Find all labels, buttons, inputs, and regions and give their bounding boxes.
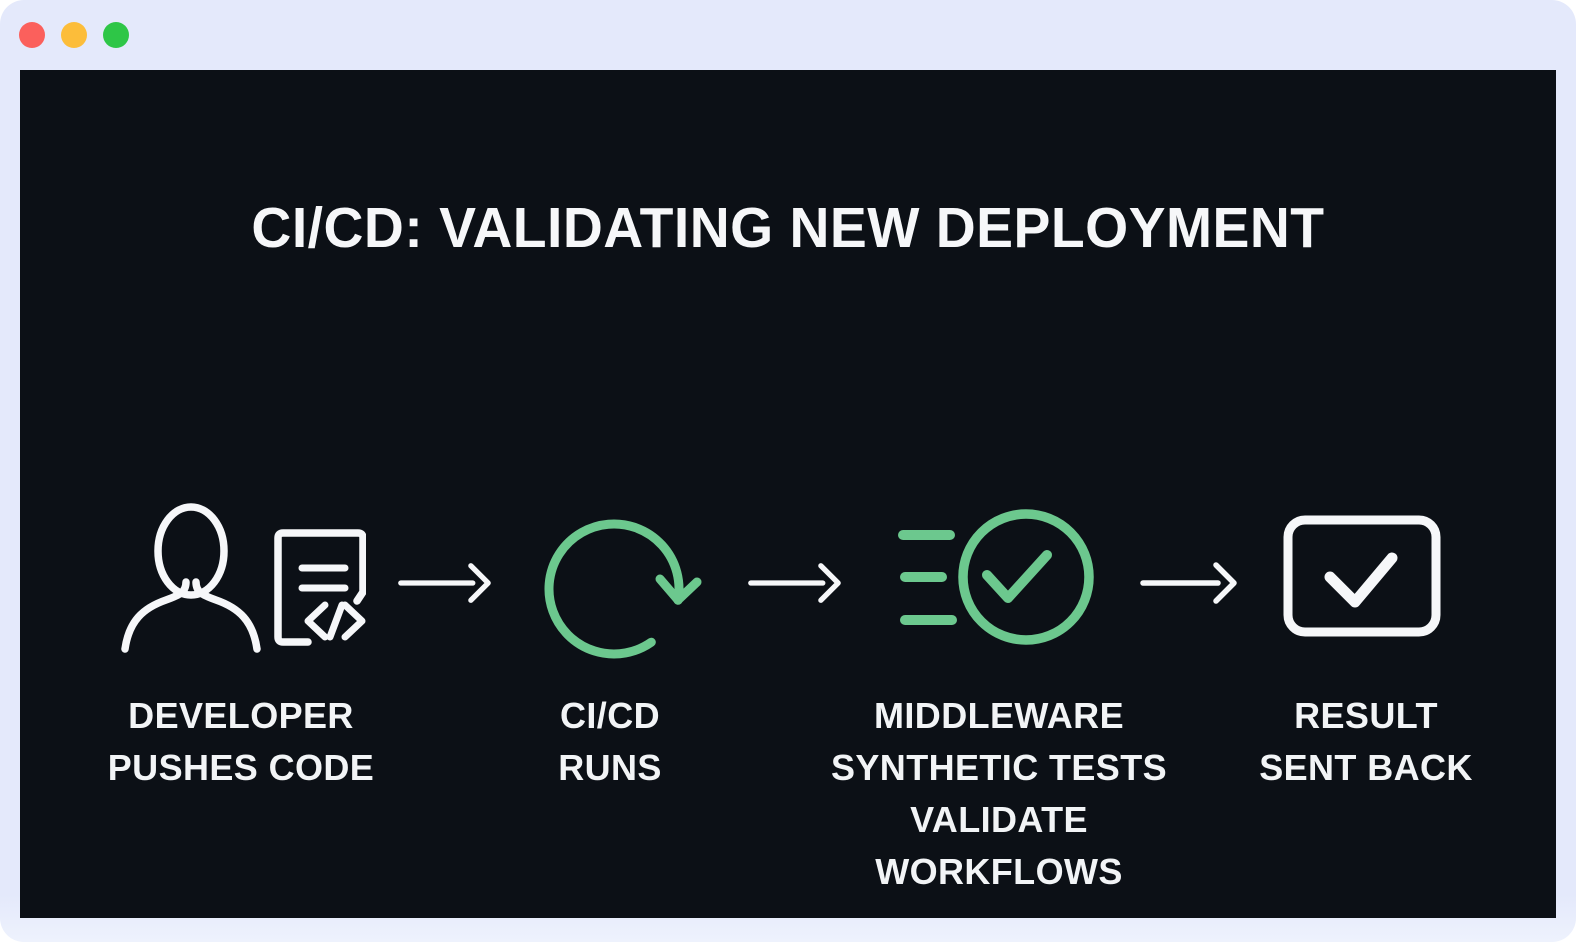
zoom-window-button[interactable] — [103, 22, 129, 48]
step-label-line: WORKFLOWS — [875, 851, 1123, 892]
synthetic-tests-check-icon — [898, 509, 1094, 645]
diagram-canvas: CI/CD: VALIDATING NEW DEPLOYMENT — [20, 70, 1556, 918]
step-label-line: PUSHES CODE — [107, 747, 375, 788]
step-label-line: VALIDATE — [910, 799, 1088, 840]
step-label-line: SENT BACK — [1259, 747, 1473, 788]
step-label-line: CI/CD — [560, 695, 660, 736]
result-check-icon — [1283, 515, 1441, 637]
developer-code-icon — [121, 503, 366, 653]
diagram-title: CI/CD: VALIDATING NEW DEPLOYMENT — [251, 196, 1325, 260]
step-label-developer-pushes-code: DEVELOPER PUSHES CODE — [41, 690, 441, 794]
arrow-right-icon — [748, 563, 841, 603]
step-label-line: MIDDLEWARE — [874, 695, 1124, 736]
step-label-result-sent-back: RESULT SENT BACK — [1166, 690, 1566, 794]
step-label-line: RESULT — [1294, 695, 1438, 736]
step-label-line: DEVELOPER — [128, 695, 354, 736]
step-label-line: RUNS — [558, 747, 662, 788]
step-label-line: SYNTHETIC TESTS — [830, 747, 1168, 788]
step-label-middleware-synthetic-tests: MIDDLEWARE SYNTHETIC TESTS VALIDATE WORK… — [774, 690, 1224, 898]
arrow-right-icon — [398, 563, 491, 603]
close-window-button[interactable] — [19, 22, 45, 48]
arrow-right-icon — [1140, 562, 1237, 604]
step-label-cicd-runs: CI/CD RUNS — [460, 690, 760, 794]
refresh-cycle-icon — [544, 519, 702, 659]
minimize-window-button[interactable] — [61, 22, 87, 48]
window-titlebar — [0, 0, 1576, 70]
